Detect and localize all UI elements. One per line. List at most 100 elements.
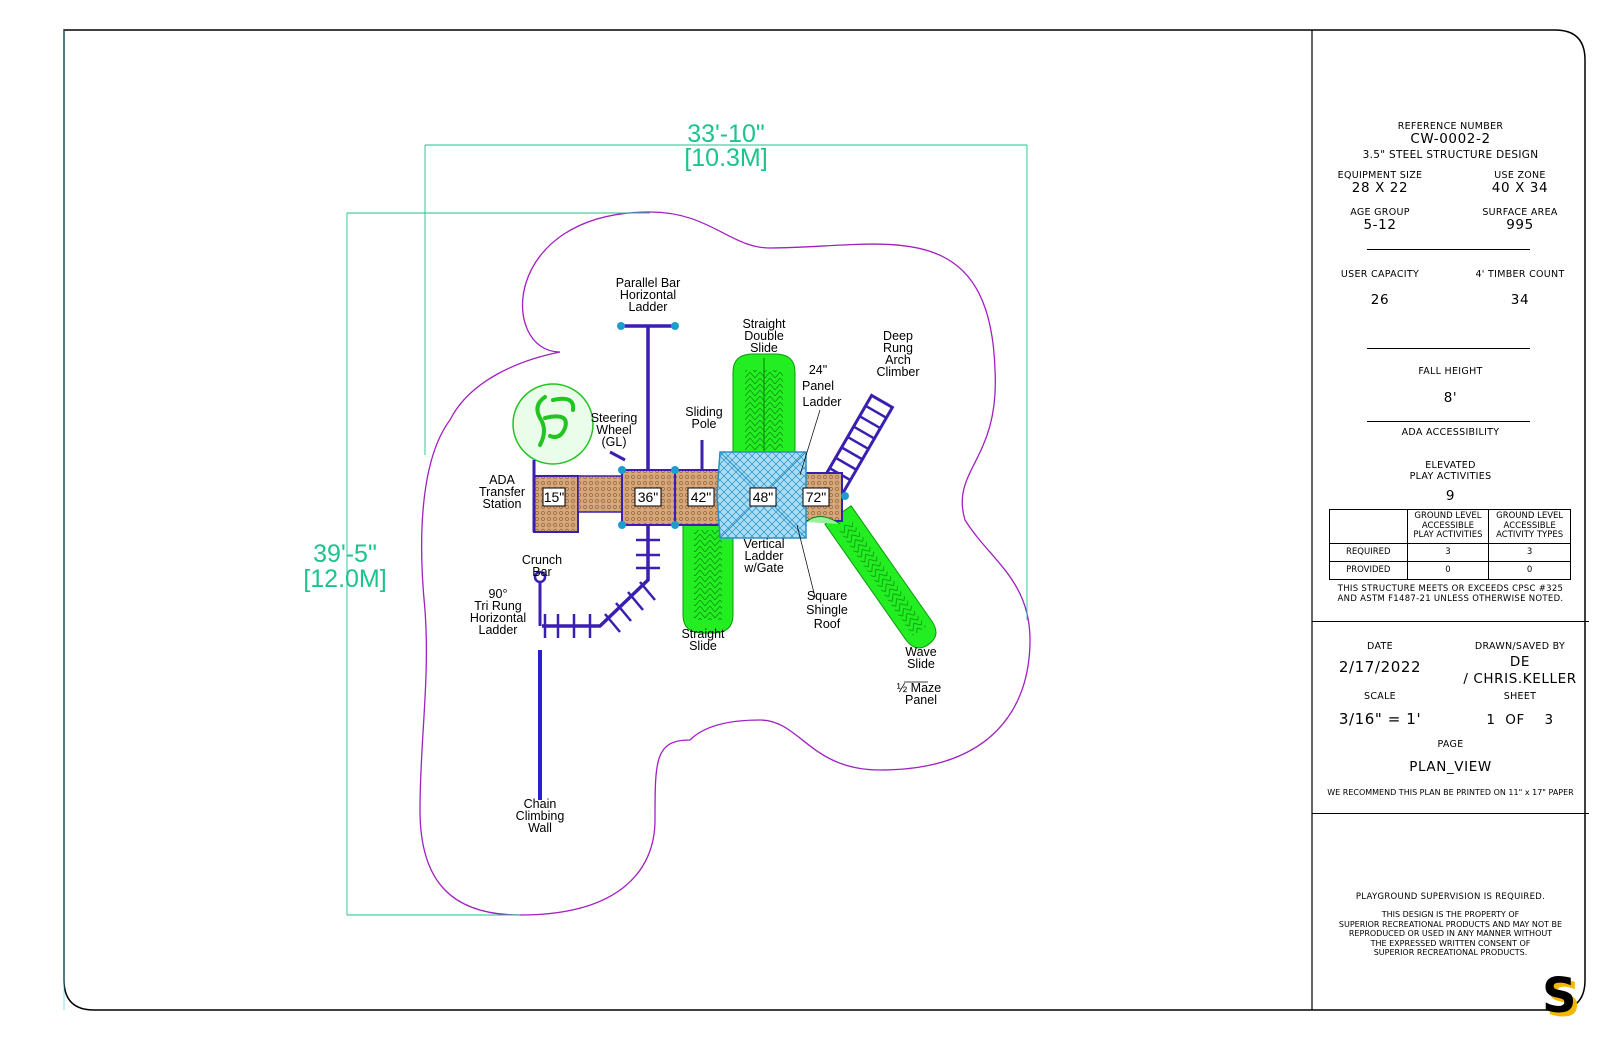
svg-text:Wheel: Wheel [596, 423, 631, 437]
use-zone: 40 X 34 [1491, 180, 1549, 196]
row-provided: PROVIDED 0 0 [1329, 561, 1571, 580]
svg-text:24": 24" [809, 363, 827, 377]
svg-text:Chain: Chain [524, 797, 557, 811]
dimension-height [346, 212, 650, 916]
svg-text:90°: 90° [489, 587, 508, 601]
label-crunch-bar: Crunch Bar [522, 553, 562, 579]
scale: 3/16" = 1' [1338, 710, 1422, 728]
sheet: 1 OF 3 [1486, 712, 1554, 728]
svg-text:Rung: Rung [883, 341, 913, 355]
sheet-label: SHEET [1503, 691, 1537, 702]
ref-number: CW-0002-2 [1410, 131, 1491, 147]
date: 2/17/2022 [1338, 658, 1422, 676]
label-square-roof: Square Shingle Roof [806, 589, 848, 631]
svg-text:Tri Rung: Tri Rung [474, 599, 522, 613]
label-panel-ladder: 24" Panel Ladder [802, 363, 841, 409]
label-tri-rung: 90° Tri Rung Horizontal Ladder [470, 587, 526, 637]
straight-double-slide [732, 353, 796, 454]
svg-text:Ladder: Ladder [629, 300, 668, 314]
superior-logo: S [1542, 968, 1577, 1024]
title-block: REFERENCE NUMBER CW-0002-2 3.5" STEEL ST… [1312, 30, 1589, 1024]
ada-label: ADA ACCESSIBILITY [1401, 427, 1500, 438]
svg-text:Crunch: Crunch [522, 553, 562, 567]
fall-height: 8' [1443, 390, 1458, 406]
elevated-value: 9 [1445, 488, 1456, 504]
row-required: REQUIRED 3 3 [1329, 543, 1571, 562]
svg-text:Slide: Slide [750, 341, 778, 355]
drawn-2: / CHRIS.KELLER [1463, 671, 1577, 687]
surface-area-label: SURFACE AREA [1482, 207, 1558, 218]
dim-width-ft: 33'-10" [687, 120, 765, 148]
dim-width-m: [10.3M] [684, 144, 767, 172]
deck-height-15: 15" [544, 489, 565, 505]
svg-text:Wave: Wave [905, 645, 937, 659]
equip-size-label: EQUIPMENT SIZE [1337, 170, 1423, 181]
svg-text:ADA: ADA [489, 473, 515, 487]
svg-text:Arch: Arch [885, 353, 911, 367]
svg-text:Shingle: Shingle [806, 603, 848, 617]
deck-height-36: 36" [638, 489, 659, 505]
dimension-width [424, 144, 1028, 620]
svg-text:Vertical: Vertical [744, 537, 785, 551]
dim-height-ft: 39'-5" [313, 540, 377, 568]
svg-text:Slide: Slide [907, 657, 935, 671]
label-parallel-bar: Parallel Bar Horizontal Ladder [616, 276, 681, 314]
sheet-border [63, 29, 1586, 1011]
svg-text:Slide: Slide [689, 639, 717, 653]
ref-label: REFERENCE NUMBER [1397, 121, 1504, 132]
label-straight-double-slide: Straight Double Slide [742, 317, 786, 355]
supervision: PLAYGROUND SUPERVISION IS REQUIRED. [1355, 892, 1546, 902]
design-name: 3.5" STEEL STRUCTURE DESIGN [1362, 149, 1539, 161]
property-notice: THIS DESIGN IS THE PROPERTY OF SUPERIOR … [1338, 910, 1563, 957]
svg-text:Deep: Deep [883, 329, 913, 343]
svg-text:Bar: Bar [532, 565, 551, 579]
elevated-label-2: PLAY ACTIVITIES [1409, 471, 1492, 482]
straight-slide [679, 512, 737, 634]
svg-text:Roof: Roof [814, 617, 841, 631]
svg-text:Station: Station [483, 497, 522, 511]
date-label: DATE [1367, 641, 1393, 652]
dim-height-m: [12.0M] [303, 565, 386, 593]
tri-rung-horizontal-ladder [542, 525, 660, 638]
svg-text:Sliding: Sliding [685, 405, 723, 419]
label-vertical-ladder: Vertical Ladder w/Gate [743, 537, 784, 575]
label-maze-panel: ½ Maze Panel [897, 681, 942, 707]
wave-slide [824, 505, 937, 649]
surface-area: 995 [1506, 217, 1534, 233]
svg-text:Wall: Wall [528, 821, 552, 835]
deck-height-42: 42" [691, 489, 712, 505]
label-chain-wall: Chain Climbing Wall [516, 797, 565, 835]
steering-wheel-panel [512, 383, 594, 465]
user-capacity-label: USER CAPACITY [1340, 269, 1420, 280]
drawn-1: DE [1509, 654, 1531, 670]
svg-text:Transfer: Transfer [479, 485, 525, 499]
svg-text:w/Gate: w/Gate [743, 561, 784, 575]
svg-text:Straight: Straight [681, 627, 725, 641]
svg-text:Parallel Bar: Parallel Bar [616, 276, 681, 290]
svg-text:Double: Double [744, 329, 784, 343]
label-sliding-pole: Sliding Pole [685, 405, 723, 431]
elevated-label-1: ELEVATED [1425, 460, 1476, 471]
age-group-label: AGE GROUP [1350, 207, 1410, 218]
user-capacity: 26 [1370, 292, 1390, 308]
svg-text:Square: Square [807, 589, 847, 603]
svg-text:Ladder: Ladder [803, 395, 842, 409]
timber-label: 4' TIMBER COUNT [1475, 269, 1565, 280]
svg-text:Panel: Panel [905, 693, 937, 707]
svg-text:Straight: Straight [742, 317, 786, 331]
label-ada-transfer: ADA Transfer Station [479, 473, 525, 511]
page: PLAN_VIEW [1409, 759, 1492, 775]
scale-label: SCALE [1364, 691, 1396, 702]
deck-height-48: 48" [753, 489, 774, 505]
recommend: WE RECOMMEND THIS PLAN BE PRINTED ON 11"… [1327, 788, 1574, 797]
svg-text:Panel: Panel [802, 379, 834, 393]
svg-text:Horizontal: Horizontal [620, 288, 676, 302]
compliance-2: AND ASTM F1487-21 UNLESS OTHERWISE NOTED… [1337, 594, 1564, 604]
label-wave-slide: Wave Slide [905, 645, 937, 671]
use-zone-label: USE ZONE [1494, 170, 1546, 181]
deck-height-72: 72" [806, 489, 827, 505]
